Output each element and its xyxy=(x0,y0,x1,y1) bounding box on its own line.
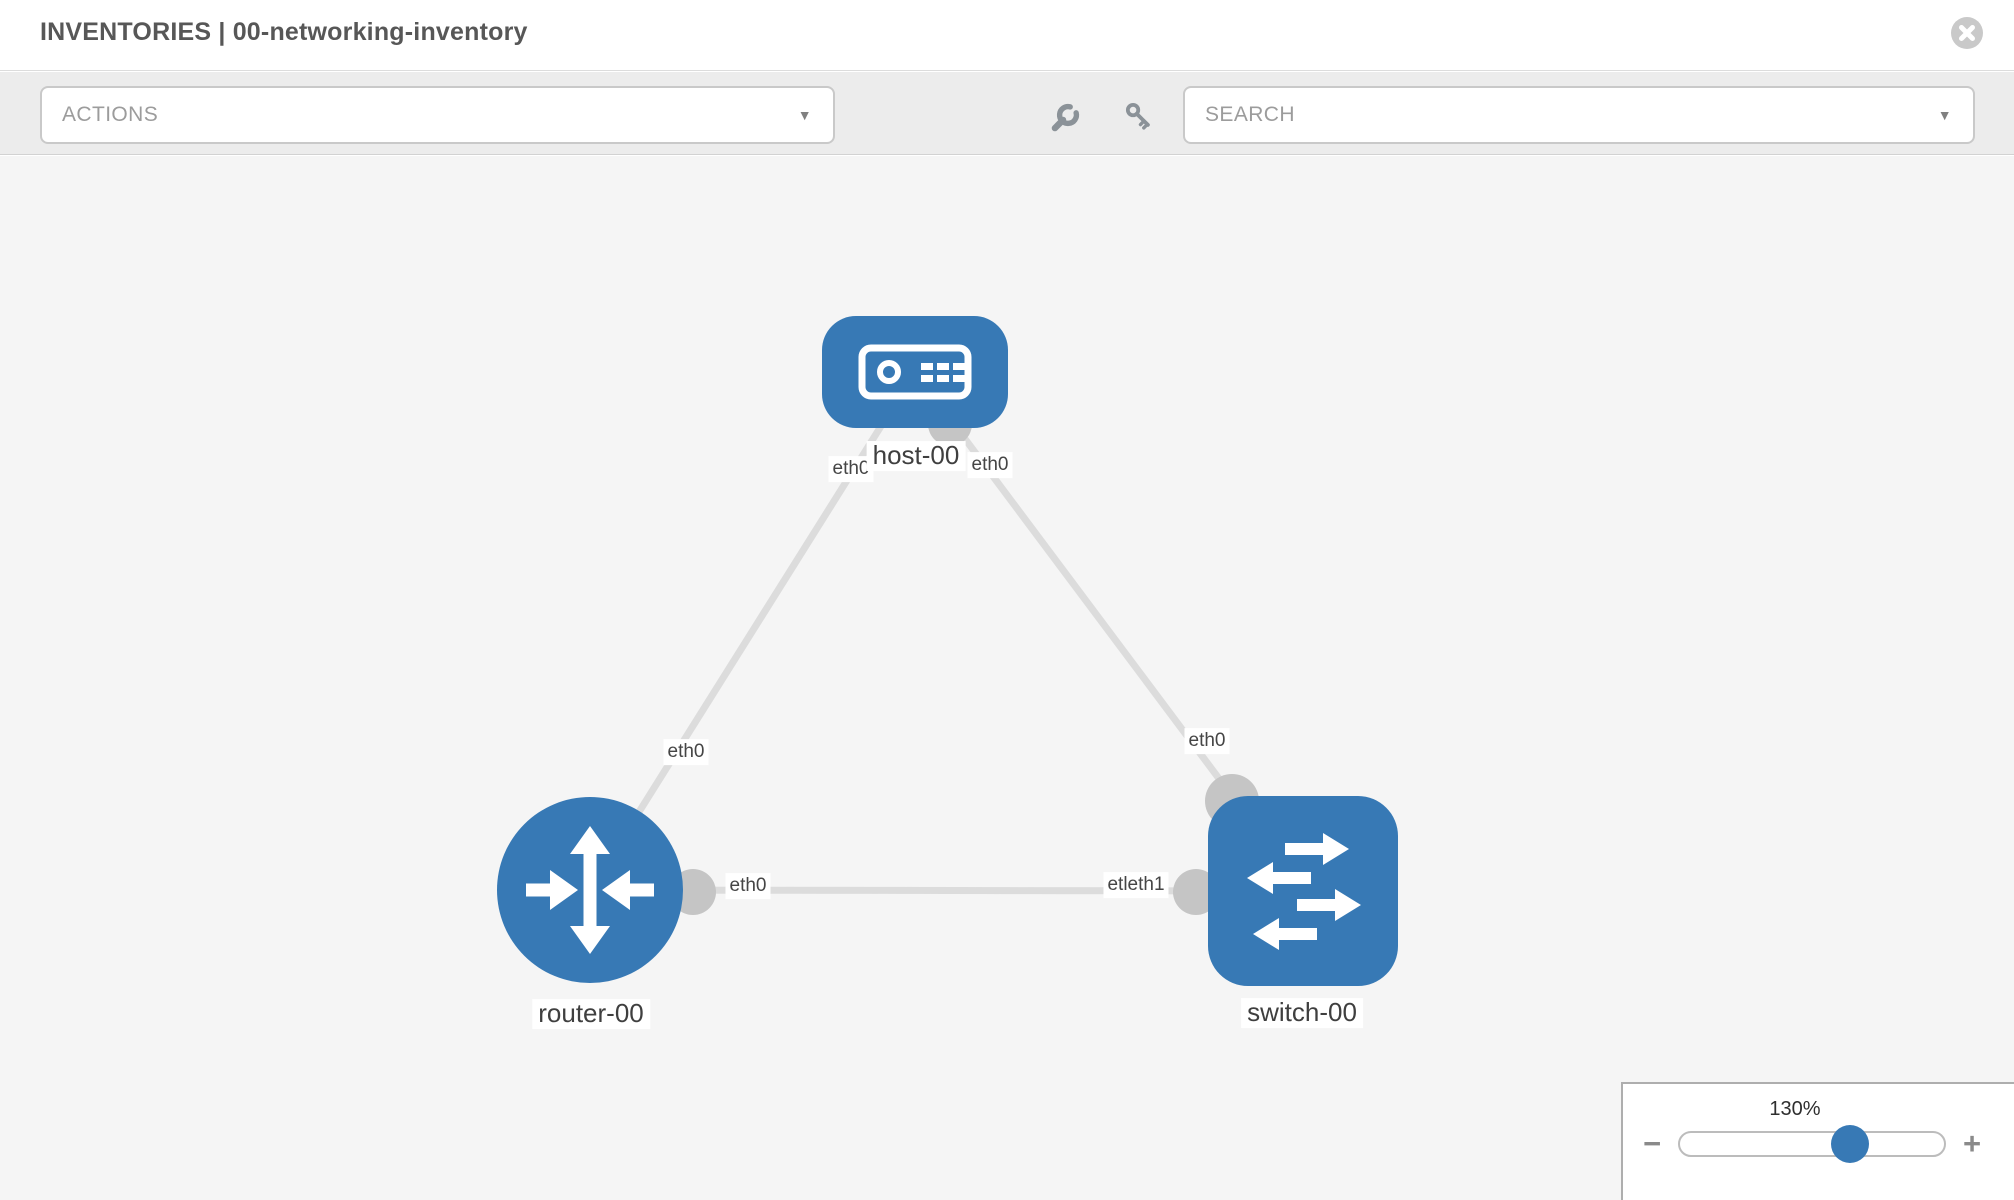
interface-label: eth0 xyxy=(1184,728,1230,754)
zoom-out-button[interactable]: − xyxy=(1642,1126,1662,1161)
zoom-slider[interactable] xyxy=(1678,1124,1946,1163)
interface-label: eth0 xyxy=(967,452,1013,478)
zoom-in-button[interactable]: + xyxy=(1962,1126,1982,1161)
node-label-switch-00: switch-00 xyxy=(1241,997,1363,1028)
search-dropdown-label: SEARCH xyxy=(1205,103,1295,126)
interface-label: eth0 xyxy=(663,739,709,765)
toolbar-icons xyxy=(1048,86,1158,144)
page-title: INVENTORIES | 00-networking-inventory xyxy=(40,18,528,46)
interface-label: eth0 xyxy=(725,873,771,899)
port-circle[interactable] xyxy=(1173,869,1219,915)
switch-icon xyxy=(1247,833,1361,950)
node-host-00[interactable] xyxy=(822,316,1008,428)
node-label-host-00: host-00 xyxy=(866,440,966,471)
node-label-router-00: router-00 xyxy=(532,998,650,1029)
interface-label: eth0 xyxy=(828,456,874,482)
header: INVENTORIES | 00-networking-inventory xyxy=(0,0,2014,71)
keys-button[interactable] xyxy=(1118,95,1158,135)
host-icon xyxy=(858,344,972,400)
toolbar: ACTIONS ▼ xyxy=(0,72,2014,155)
node-switch-00[interactable] xyxy=(1208,796,1398,986)
close-button[interactable] xyxy=(1951,17,1983,49)
search-dropdown[interactable]: SEARCH ▼ xyxy=(1183,86,1975,144)
chevron-down-icon: ▼ xyxy=(1937,107,1952,123)
close-icon xyxy=(1959,25,1975,41)
topology-diagram xyxy=(497,316,1398,986)
zoom-level: 130% xyxy=(1769,1098,1821,1120)
zoom-slider-knob[interactable] xyxy=(1831,1124,1870,1163)
chevron-down-icon: ▼ xyxy=(797,107,812,123)
tools-button[interactable] xyxy=(1048,95,1088,135)
interface-label: etleth1 xyxy=(1103,872,1169,898)
zoom-panel: 130% − + xyxy=(1621,1082,2014,1200)
router-icon xyxy=(526,826,654,954)
zoom-controls: − + xyxy=(1623,1124,2014,1163)
topology-canvas[interactable]: eth0 eth0 eth0 eth0 eth0 etleth1 host-00 router… xyxy=(0,156,2014,1200)
node-router-00[interactable] xyxy=(497,797,683,983)
key-icon xyxy=(1125,102,1150,130)
actions-dropdown[interactable]: ACTIONS ▼ xyxy=(40,86,835,144)
actions-dropdown-label: ACTIONS xyxy=(62,103,159,126)
wrench-icon xyxy=(1051,103,1080,132)
